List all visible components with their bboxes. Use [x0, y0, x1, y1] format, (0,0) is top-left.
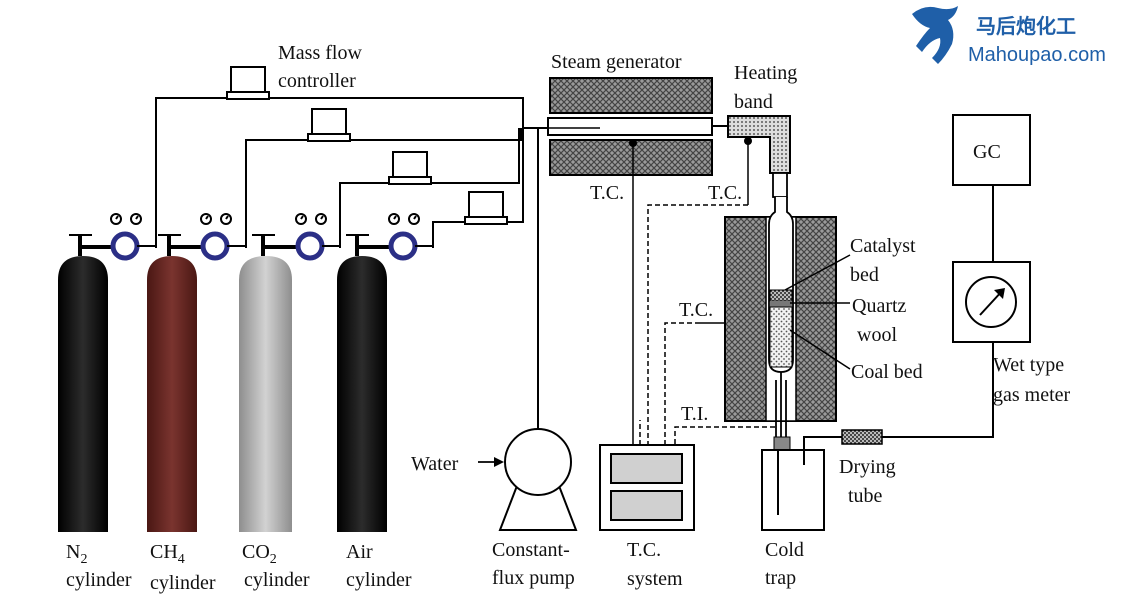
regulator-n2: [69, 213, 156, 261]
outlet-line: [803, 185, 994, 450]
steam-tc-label: T.C.: [590, 182, 624, 204]
cold-trap-label-line-1: Cold: [765, 539, 804, 561]
quartz-wool-label-line-1: Quartz: [852, 295, 907, 317]
catalyst-bed: [769, 289, 793, 302]
gc-label: GC: [973, 141, 1001, 163]
co2-cylinder-sub-label: cylinder: [244, 569, 310, 591]
mass-flow-controller-4: [464, 191, 508, 225]
constant-flux-pump: [498, 428, 578, 531]
n2-cylinder-sub-label: cylinder: [66, 569, 132, 591]
regulator-ch4: [158, 213, 246, 261]
pump-label-line-1: Constant-: [492, 539, 570, 561]
heating-band-label-line-2: band: [734, 91, 773, 113]
air-cylinder-label: Air: [346, 541, 373, 563]
drying-tube: [841, 429, 883, 445]
wet-gas-meter: [952, 261, 1031, 343]
gas-meter-label-line-1: Wet type: [993, 354, 1064, 376]
reactor-tc-label: T.C.: [679, 299, 713, 321]
coal-bed: [769, 306, 793, 368]
drying-tube-label-line-2: tube: [848, 485, 883, 507]
n2-cylinder-label: N2: [66, 541, 87, 567]
mass-flow-controller-3: [388, 151, 432, 185]
gas-meter-label-line-2: gas meter: [993, 384, 1071, 406]
watermark-cn: 马后炮化工: [976, 14, 1076, 38]
watermark-logo: 马后炮化工 Mahoupao.com: [912, 6, 1106, 66]
band-tc-label: T.C.: [708, 182, 742, 204]
coal-bed-label: Coal bed: [851, 361, 923, 383]
cold-trap-label-line-2: trap: [765, 567, 796, 589]
reactor-leader-lines: [784, 254, 851, 370]
heating-band-label-line-1: Heating: [734, 62, 797, 84]
water-label: Water: [411, 453, 459, 475]
heating-band: [727, 115, 791, 198]
catalyst-bed-label-line-2: bed: [850, 264, 879, 286]
tc-system-label-line-2: system: [627, 568, 683, 590]
tc-system-label-line-1: T.C.: [627, 539, 661, 561]
co2-cylinder-label: CO2: [242, 541, 277, 567]
horse-icon: [912, 6, 958, 64]
pump-label-line-2: flux pump: [492, 567, 575, 589]
water-inlet-arrow: [478, 457, 504, 467]
regulator-co2: [252, 213, 340, 261]
ti-label: T.I.: [681, 403, 708, 425]
catalyst-bed-label-line-1: Catalyst: [850, 235, 916, 257]
air-cylinder: [337, 256, 387, 532]
reactor-outlet-joint: [773, 436, 791, 451]
gc-box: [952, 114, 1031, 186]
air-cylinder-sub-label: cylinder: [346, 569, 412, 591]
drying-tube-label-line-1: Drying: [839, 456, 896, 478]
regulator-air: [346, 213, 433, 261]
co2-cylinder: [239, 256, 292, 532]
ch4-cylinder-sub-label: cylinder: [150, 572, 216, 594]
steam-tc-junction: [629, 139, 637, 147]
mass-flow-controller-2: [307, 108, 351, 142]
tc-system: [599, 444, 695, 531]
n2-cylinder: [58, 256, 108, 532]
cold-trap: [761, 449, 825, 531]
quartz-wool: [770, 301, 792, 307]
quartz-wool-label-line-2: wool: [857, 324, 897, 346]
steam-generator: [547, 77, 730, 176]
steam-generator-label: Steam generator: [551, 51, 682, 73]
band-tc-junction: [744, 137, 752, 145]
ch4-cylinder: [147, 256, 197, 532]
mfc-label-line-2: controller: [278, 70, 356, 92]
mfc-label-line-1: Mass flow: [278, 42, 362, 64]
watermark-en: Mahoupao.com: [968, 44, 1106, 66]
mass-flow-controller-1: [226, 66, 270, 100]
ch4-cylinder-label: CH4: [150, 541, 185, 567]
